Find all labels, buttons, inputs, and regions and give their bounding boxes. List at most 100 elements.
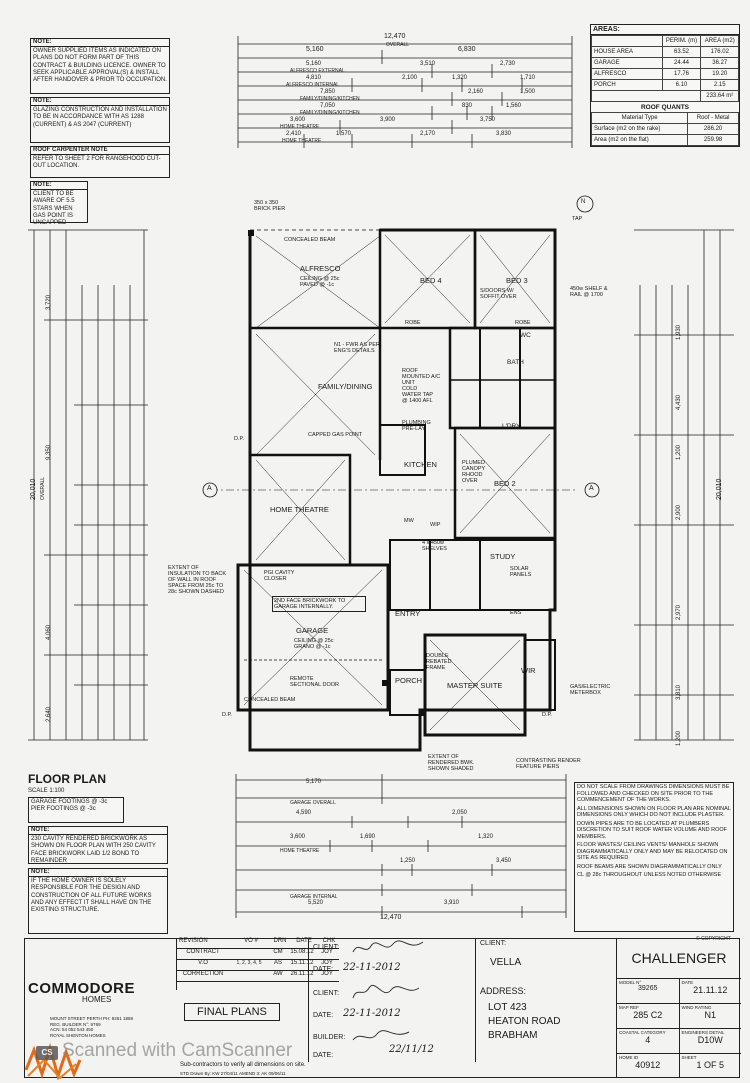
rev-header: VO # <box>244 938 258 944</box>
rev-cell: CM <box>273 949 283 955</box>
right-dim-2: 4,430 <box>676 394 682 410</box>
builder-signature <box>352 1030 410 1041</box>
sign-date-2: 22-11-2012 <box>343 1008 401 1019</box>
note-title: NOTE: <box>31 39 169 48</box>
note-text: IF THE HOME OWNER IS SOLELY RESPONSIBLE … <box>31 878 152 914</box>
rev-cell: V.O <box>198 960 208 966</box>
areas-cell: GARAGE <box>591 57 663 69</box>
rev-cell: 15.11.12 <box>290 960 314 966</box>
client-signature-2 <box>352 985 420 999</box>
rev-header: DRN <box>273 938 287 944</box>
section-marker-left: A <box>207 485 212 492</box>
wind-rating: N1 <box>704 1010 716 1020</box>
areas-row: HOUSE AREA 63.52 176.02 <box>591 46 739 58</box>
annotation-concealed-beam: CONCEALED BEAM <box>284 237 336 243</box>
room-bath: BATH <box>507 359 524 366</box>
coastal-label: COASTAL CATEGORY <box>619 1030 666 1035</box>
north-marker: N <box>581 199 586 205</box>
signature-block: CLIENT: DATE: 22-11-2012 CLIENT: DATE: 2… <box>308 938 476 1062</box>
top-dimension-lines <box>237 36 573 148</box>
note-text: 230 CAVITY RENDERED BRICKWORK AS SHOWN O… <box>31 836 156 864</box>
top-row4-bath: 2,160 <box>468 89 484 95</box>
annotation-dp-3: D.P. <box>542 712 552 718</box>
areas-cell: 24.44 <box>661 57 702 69</box>
areas-cell: HOUSE AREA <box>591 46 663 58</box>
stage-label: FINAL PLANS <box>184 1003 280 1021</box>
annotation-gas-meter: GAS/ELECTRIC METERBOX <box>570 684 611 696</box>
general-note: FLOOR WASTES/ CEILING VENTS/ MANHOLE SHO… <box>577 842 728 861</box>
home-id: 40912 <box>635 1060 661 1070</box>
top-row2-alfresco: 5,160 <box>306 61 322 67</box>
areas-cell: ALFRESCO <box>591 68 663 80</box>
rev-cell: AW <box>273 971 283 977</box>
annotation-sdoors: S/DOORS W/ SOFFIT OVER <box>480 288 517 300</box>
rev-cell: 26.11.12 <box>290 971 314 977</box>
top-row4-family: 7,850 <box>320 89 336 95</box>
sign-date-label-3: DATE: <box>313 1052 334 1059</box>
room-bed3: BED 3 <box>506 276 528 285</box>
revision-row: CORRECTION AW 26.11.12 JOY <box>177 971 339 982</box>
rev-cell: JOY <box>321 971 333 977</box>
areas-cell: 176.02 <box>700 46 739 58</box>
sign-date-label-1: DATE: <box>313 966 334 973</box>
model-date: 21.11.12 <box>693 985 728 995</box>
annotation-shelf-rail: 450w SHELF & RAIL @ 1700 <box>570 286 608 298</box>
room-master-suite: MASTER SUITE <box>447 681 503 690</box>
top-row3-robe: 2,100 <box>402 75 418 81</box>
general-note: CL @ 28c THROUGHOUT UNLESS NOTED OTHERWI… <box>577 872 722 878</box>
client-label: CLIENT: <box>480 940 507 947</box>
bottom-row2-b: 2,050 <box>452 810 468 816</box>
note-title: NOTE: <box>29 869 167 878</box>
note-text: REFER TO SHEET 2 FOR RANGEHOOD CUT-OUT L… <box>33 156 161 170</box>
alfresco-ceiling: CEILING @ 25c PAVED @ -1c <box>300 276 340 288</box>
general-note: DO NOT SCALE FROM DRAWINGS DIMENSIONS MU… <box>577 784 730 803</box>
rev-cell: CONTRACT <box>186 949 220 955</box>
annotation-cold-water: COLD WATER TAP @ 1400 AFL <box>402 386 433 404</box>
rev-cell <box>229 949 269 959</box>
areas-header-area: AREA (m2) <box>700 35 739 47</box>
annotation-capped-gas: CAPPED GAS POINT <box>308 432 363 438</box>
top-row6-bed2: 3,750 <box>480 117 496 123</box>
address-line: HEATON ROAD <box>488 1016 561 1027</box>
roof-quants-title: ROOF QUANTS <box>640 104 690 111</box>
address-line: REG. BUILDER N°: 9769 <box>50 1021 101 1027</box>
top-overall-dim: 12,470 <box>384 33 406 40</box>
annotation-plumbing: PLUMBING PRE-LAY <box>402 420 431 432</box>
address-line: ROYAL SHENTON HOMES <box>50 1032 106 1038</box>
footing-pier: PIER FOOTINGS @ -3c <box>31 806 96 813</box>
rev-header: DATE <box>296 938 312 944</box>
annotation-canopy: PLUMED CANOPY RHOOD OVER <box>462 460 486 484</box>
bottom-row2-main: 4,590 <box>296 810 312 816</box>
top-row5-ldry: 1,560 <box>506 103 522 109</box>
top-row2-bed4: 3,510 <box>420 61 436 67</box>
bottom-row5-garage: 5,520 <box>308 900 324 906</box>
top-row7-kitchen: 2,170 <box>420 131 436 137</box>
roof-header-material: Material Type <box>590 112 689 124</box>
footing-garage: GARAGE FOOTINGS @ -3c <box>31 799 108 805</box>
areas-title: AREAS: <box>591 25 739 35</box>
footings-box: GARAGE FOOTINGS @ -3c PIER FOOTINGS @ -3… <box>28 797 124 823</box>
bottom-row3-rec: 1,690 <box>360 834 376 840</box>
room-wir: WIR <box>521 666 536 675</box>
top-row7-ht: 2,410 <box>286 131 302 137</box>
rev-cell: AS <box>273 960 282 966</box>
copyright: © COPYRIGHT <box>696 936 731 942</box>
annotation-concealed-beam-2: CONCEALED BEAM <box>244 697 296 703</box>
right-dim-7: 1,200 <box>676 730 682 746</box>
model-no-label: MODEL N° <box>619 980 642 985</box>
top-row3-label: ALFRESCO INTERNAL <box>286 82 340 88</box>
roof-cell: Surface (m2 on the rake) <box>590 123 689 135</box>
address-line: LOT 423 <box>488 1002 527 1013</box>
sign-client-label-2: CLIENT: <box>313 990 340 997</box>
annotation-roof-ac: ROOF MOUNTED A/C UNIT <box>402 368 441 386</box>
roof-cell: 286.20 <box>687 123 739 135</box>
drawn-by: STD Drawn By: KW 27/04/11 AMEND 3: AK 09… <box>180 1071 286 1076</box>
bottom-row4-b: 3,450 <box>496 858 512 864</box>
room-robe-2: ROBE <box>515 320 531 326</box>
note-roof-carpenter: ROOF CARPENTER NOTE REFER TO SHEET 2 FOR… <box>30 146 170 178</box>
room-home-theatre: HOME THEATRE <box>270 505 329 514</box>
map-ref: 285 C2 <box>633 1010 663 1020</box>
rev-cell: 15.08.12 <box>290 949 314 955</box>
right-dim-3: 1,200 <box>676 444 682 460</box>
wind-label: WIND RATING <box>681 1005 712 1010</box>
